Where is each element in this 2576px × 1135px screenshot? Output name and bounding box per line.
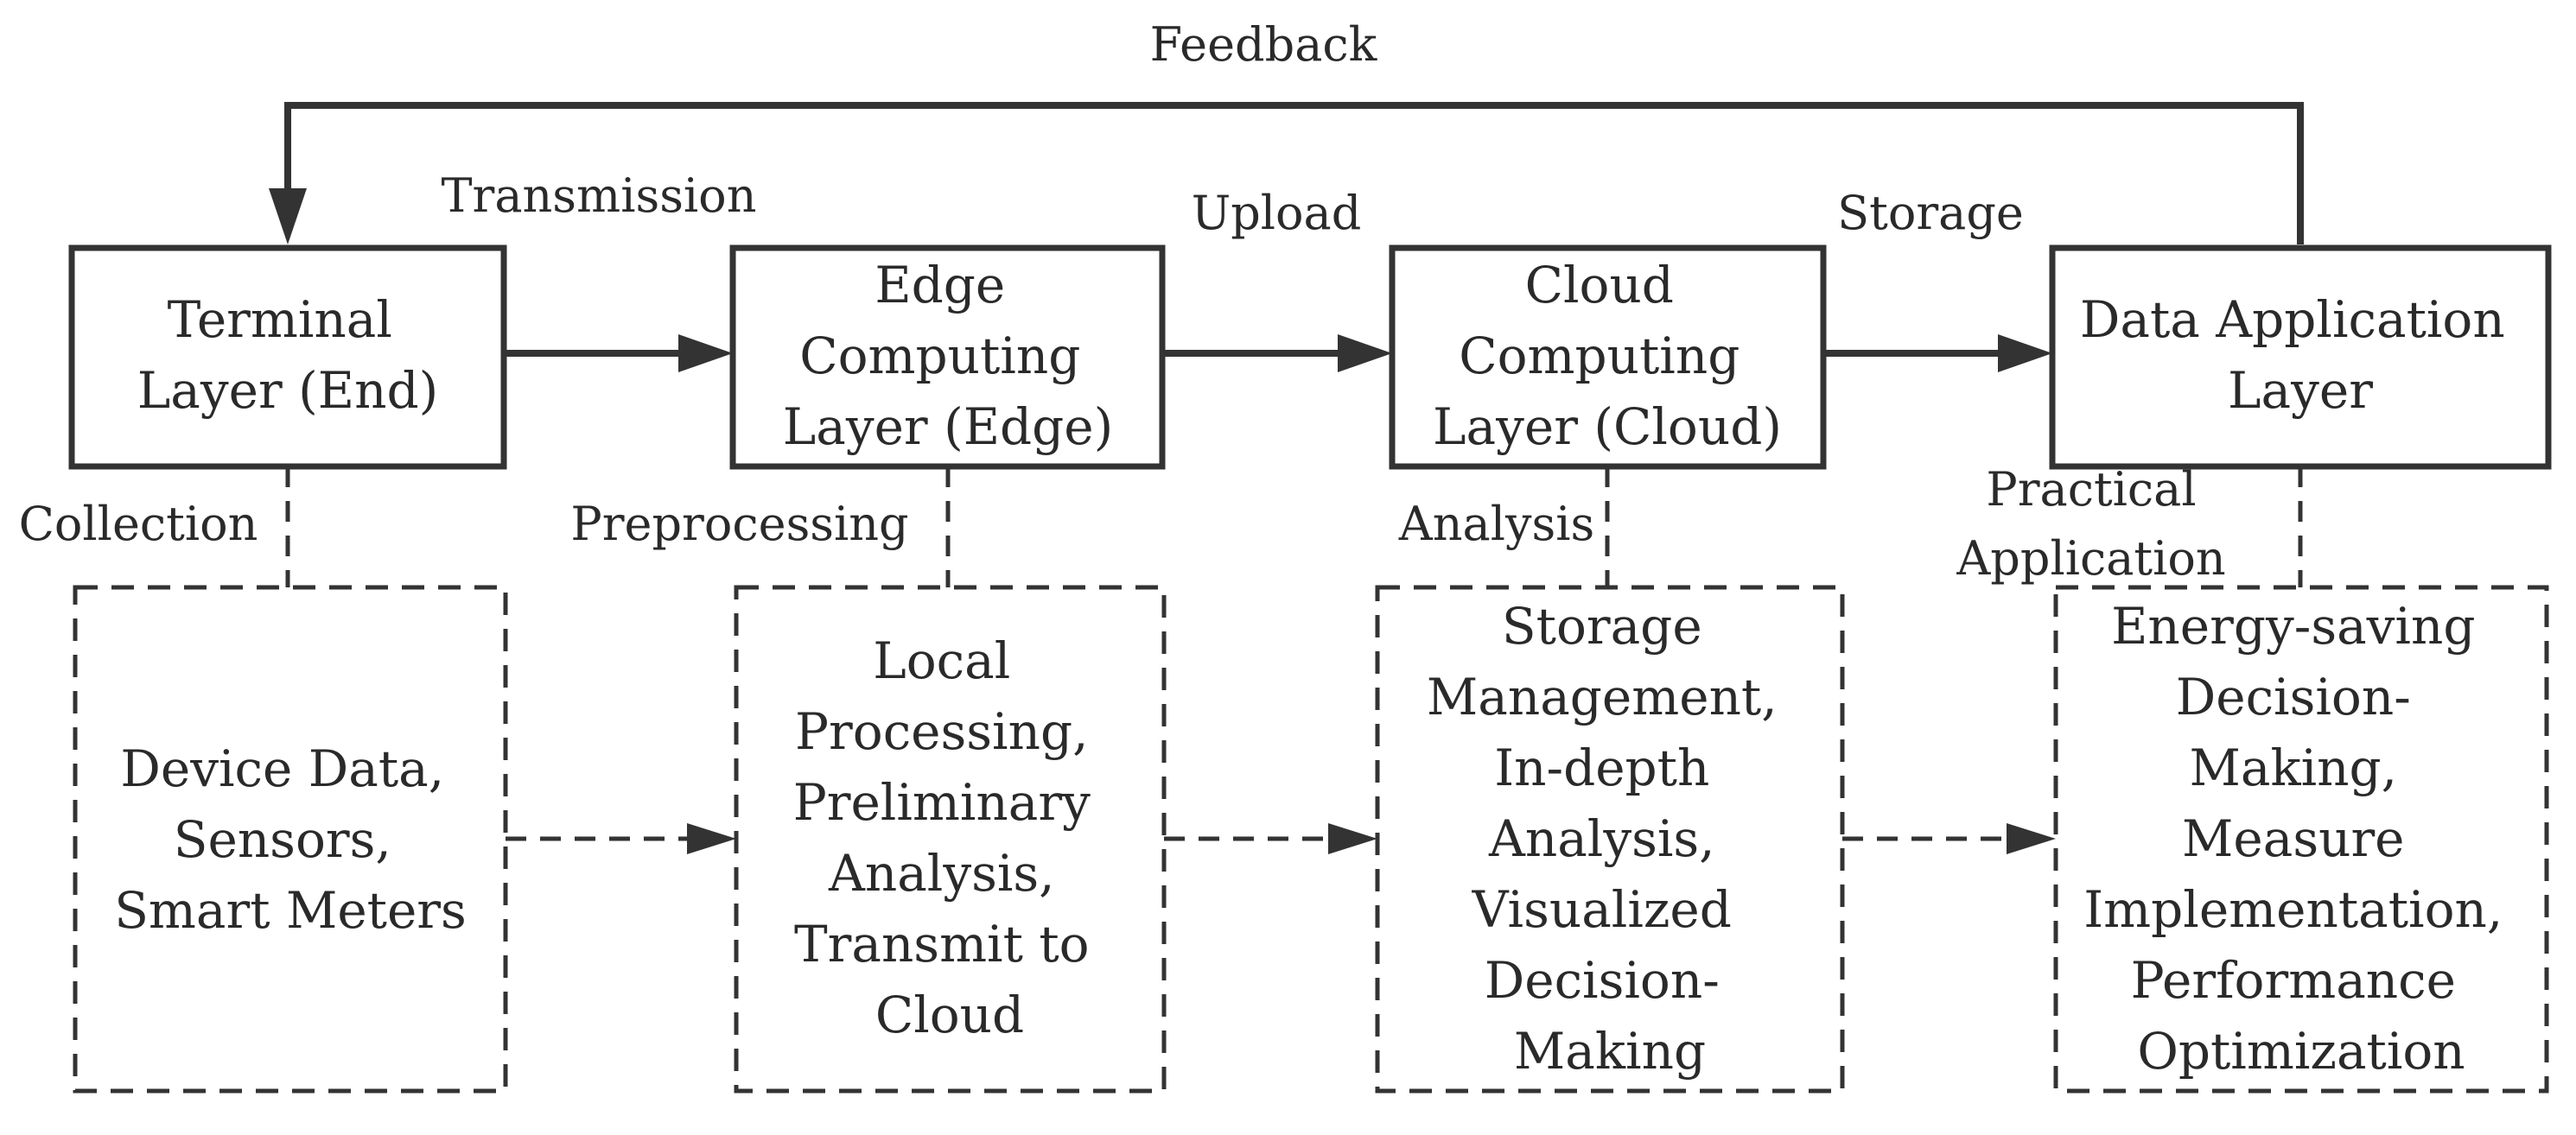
application-detail-text: Energy-saving Decision- Making, Measure … [2083, 597, 2518, 1081]
data-application-layer-rect [2049, 244, 2552, 470]
analysis-label: Analysis [1398, 497, 1594, 551]
edge-layer-line: Edge [875, 256, 1005, 314]
upload-label: Upload [1192, 186, 1362, 240]
feedback-arrowhead [269, 188, 307, 244]
feedback-arrow-line [284, 102, 2304, 244]
cloud-detail-line: Storage [1502, 597, 1702, 656]
cloud-detail-line: Decision- [1485, 951, 1720, 1010]
storage-label: Storage [1837, 186, 2024, 240]
storage-arrowhead [1998, 334, 2052, 372]
cloud-detail-line: Management, [1427, 668, 1778, 726]
application-detail-line: Optimization [2137, 1022, 2465, 1081]
data-application-layer-box: Data Application Layer [2049, 244, 2552, 470]
cloud-detail-line: Visualized [1472, 880, 1732, 939]
data-application-layer-line: Data Application [2080, 290, 2505, 349]
feedback-loop: Feedback [269, 17, 2304, 244]
terminal-layer-label: Terminal Layer (End) [137, 290, 438, 420]
terminal-layer-line: Layer (End) [137, 361, 438, 420]
terminal-detail-line: Device Data, [120, 739, 444, 798]
layer-flow-arrows: Transmission Upload Storage [442, 168, 2052, 372]
feedback-label: Feedback [1150, 17, 1378, 72]
detail-arrowhead-3 [2007, 823, 2056, 854]
cloud-detail-box: Storage Management, In-depth Analysis, V… [1375, 585, 1845, 1094]
terminal-layer-line: Terminal [168, 290, 392, 349]
practical-application-label-line1: Practical [1986, 462, 2196, 517]
edge-detail-line: Transmit to [794, 915, 1090, 973]
detail-flow-arrows [506, 823, 2056, 854]
upload-arrowhead [1338, 334, 1392, 372]
edge-detail-line: Processing, [795, 702, 1088, 761]
application-detail-line: Measure [2182, 809, 2404, 868]
cloud-layer-rect [1389, 244, 1827, 470]
vertical-connectors: Collection Preprocessing Analysis Practi… [19, 462, 2303, 587]
cloud-layer-line: Computing [1459, 327, 1740, 385]
edge-detail-line: Cloud [875, 986, 1024, 1044]
preprocessing-label: Preprocessing [570, 497, 908, 551]
application-detail-rect [2053, 585, 2549, 1094]
cloud-layer-line: Cloud [1525, 256, 1674, 314]
edge-layer-rect [729, 244, 1166, 470]
edge-detail-line: Analysis, [828, 844, 1055, 903]
edge-layer-line: Layer (Edge) [783, 397, 1114, 456]
application-detail-line: Decision- [2176, 668, 2411, 726]
transmission-label: Transmission [442, 168, 757, 223]
terminal-detail-line: Smart Meters [114, 881, 467, 940]
practical-application-label-line2: Application [1956, 531, 2225, 586]
edge-layer-label: Edge Computing Layer (Edge) [783, 256, 1114, 456]
detail-arrowhead-2 [1328, 823, 1377, 854]
terminal-layer-rect [68, 244, 507, 470]
edge-detail-line: Preliminary [793, 773, 1091, 832]
edge-layer-line: Computing [799, 327, 1080, 385]
cloud-layer-line: Layer (Cloud) [1433, 397, 1782, 456]
application-detail-line: Performance [2131, 951, 2456, 1010]
data-application-layer-label: Data Application Layer [2080, 290, 2521, 420]
cloud-detail-line: Analysis, [1488, 809, 1715, 868]
cloud-detail-rect [1375, 585, 1845, 1094]
detail-arrowhead-1 [687, 823, 736, 854]
data-application-layer-line: Layer [2228, 361, 2373, 420]
layer-boxes: Terminal Layer (End) Edge Computing Laye… [68, 244, 2552, 470]
edge-detail-box: Local Processing, Preliminary Analysis, … [734, 585, 1167, 1094]
application-detail-box: Energy-saving Decision- Making, Measure … [2053, 585, 2549, 1094]
cloud-detail-line: Making [1514, 1022, 1706, 1081]
application-detail-line: Implementation, [2083, 880, 2503, 939]
collection-label: Collection [19, 497, 258, 551]
detail-boxes: Device Data, Sensors, Smart Meters Local… [73, 585, 2549, 1094]
terminal-detail-box: Device Data, Sensors, Smart Meters [73, 585, 508, 1094]
edge-detail-rect [734, 585, 1167, 1094]
terminal-detail-line: Sensors, [174, 810, 391, 869]
terminal-detail-rect [73, 585, 508, 1094]
edge-detail-line: Local [873, 631, 1010, 690]
terminal-layer-box: Terminal Layer (End) [68, 244, 507, 470]
transmission-arrowhead [678, 334, 733, 372]
application-detail-line: Energy-saving [2111, 597, 2475, 656]
cloud-layer-box: Cloud Computing Layer (Cloud) [1389, 244, 1827, 470]
application-detail-line: Making, [2189, 739, 2397, 797]
terminal-detail-text: Device Data, Sensors, Smart Meters [114, 739, 467, 940]
cloud-detail-line: In-depth [1494, 739, 1709, 797]
cloud-layer-label: Cloud Computing Layer (Cloud) [1433, 256, 1782, 456]
edge-detail-text: Local Processing, Preliminary Analysis, … [793, 631, 1107, 1044]
cloud-detail-text: Storage Management, In-depth Analysis, V… [1427, 597, 1793, 1081]
edge-layer-box: Edge Computing Layer (Edge) [729, 244, 1166, 470]
